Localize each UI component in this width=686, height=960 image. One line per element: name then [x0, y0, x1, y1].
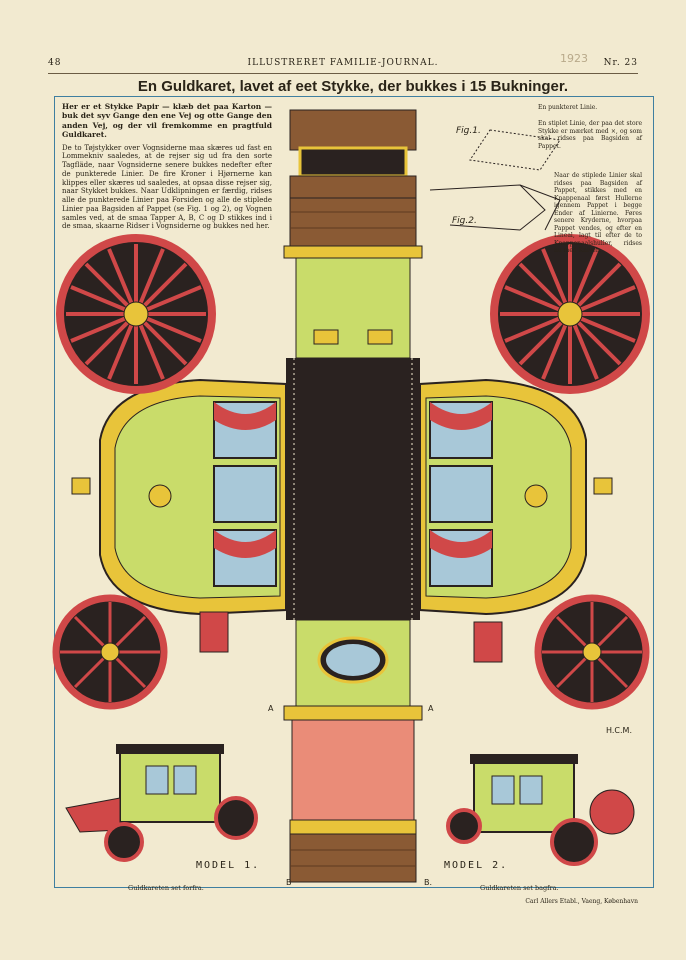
page-header: 48 ILLUSTRERET FAMILIE-JOURNAL. Nr. 23 [48, 58, 638, 72]
model-1-label: MODEL 1. [196, 860, 261, 871]
tab-label-a-right: A [428, 704, 434, 713]
header-rule [48, 73, 638, 74]
wheel-top-right [490, 234, 650, 394]
left-carriage-side [71, 378, 287, 653]
tab-label-b-left: B [286, 878, 292, 887]
model-2-label: MODEL 2. [444, 860, 509, 871]
model-2-caption: Guldkareten set bagfra. [480, 884, 559, 892]
central-strip [283, 109, 423, 883]
journal-name: ILLUSTRERET FAMILIE-JOURNAL. [247, 58, 439, 68]
figure-2-sketch [429, 184, 561, 231]
right-carriage-side [419, 378, 613, 663]
page-title: En Guldkaret, lavet af eet Stykke, der b… [137, 78, 569, 95]
intro-text: Her er et Stykke Papir — klæb det paa Ka… [62, 102, 272, 231]
page-number: 48 [48, 58, 62, 68]
tab-label-b-right: B. [424, 878, 433, 887]
figure-1-sketch [469, 129, 561, 171]
figure-1-label: Fig.1. [456, 126, 481, 136]
model-1-carriage [65, 744, 258, 862]
wheel-top-left [56, 234, 216, 394]
intro-lead: Her er et Stykke Papir — klæb det paa Ka… [62, 102, 272, 140]
note-dotted-line: En punkteret Linie. [538, 104, 598, 111]
model-1-caption: Guldkareten set forfra. [128, 884, 204, 892]
cutout-frame [54, 96, 654, 888]
artist-signature: H.C.M. [606, 726, 632, 735]
issue-number: Nr. 23 [603, 58, 638, 68]
intro-body: De to Tøjstykker over Vognsiderne maa sk… [62, 143, 272, 231]
wheel-bottom-left [52, 594, 168, 710]
figure-2-label: Fig.2. [452, 216, 477, 226]
wheel-bottom-right [534, 594, 650, 710]
tab-label-a-left: A [268, 704, 274, 713]
note-dashed-line: En stiplet Linie, der paa det store Styk… [538, 120, 642, 150]
model-2-carriage [446, 754, 635, 866]
handwritten-year: 1923 [560, 52, 588, 65]
note-instructions: Naar de stiplede Linier skal ridses paa … [554, 172, 642, 254]
printer-credit: Carl Allers Etabl., Vaeng, København [525, 898, 638, 905]
